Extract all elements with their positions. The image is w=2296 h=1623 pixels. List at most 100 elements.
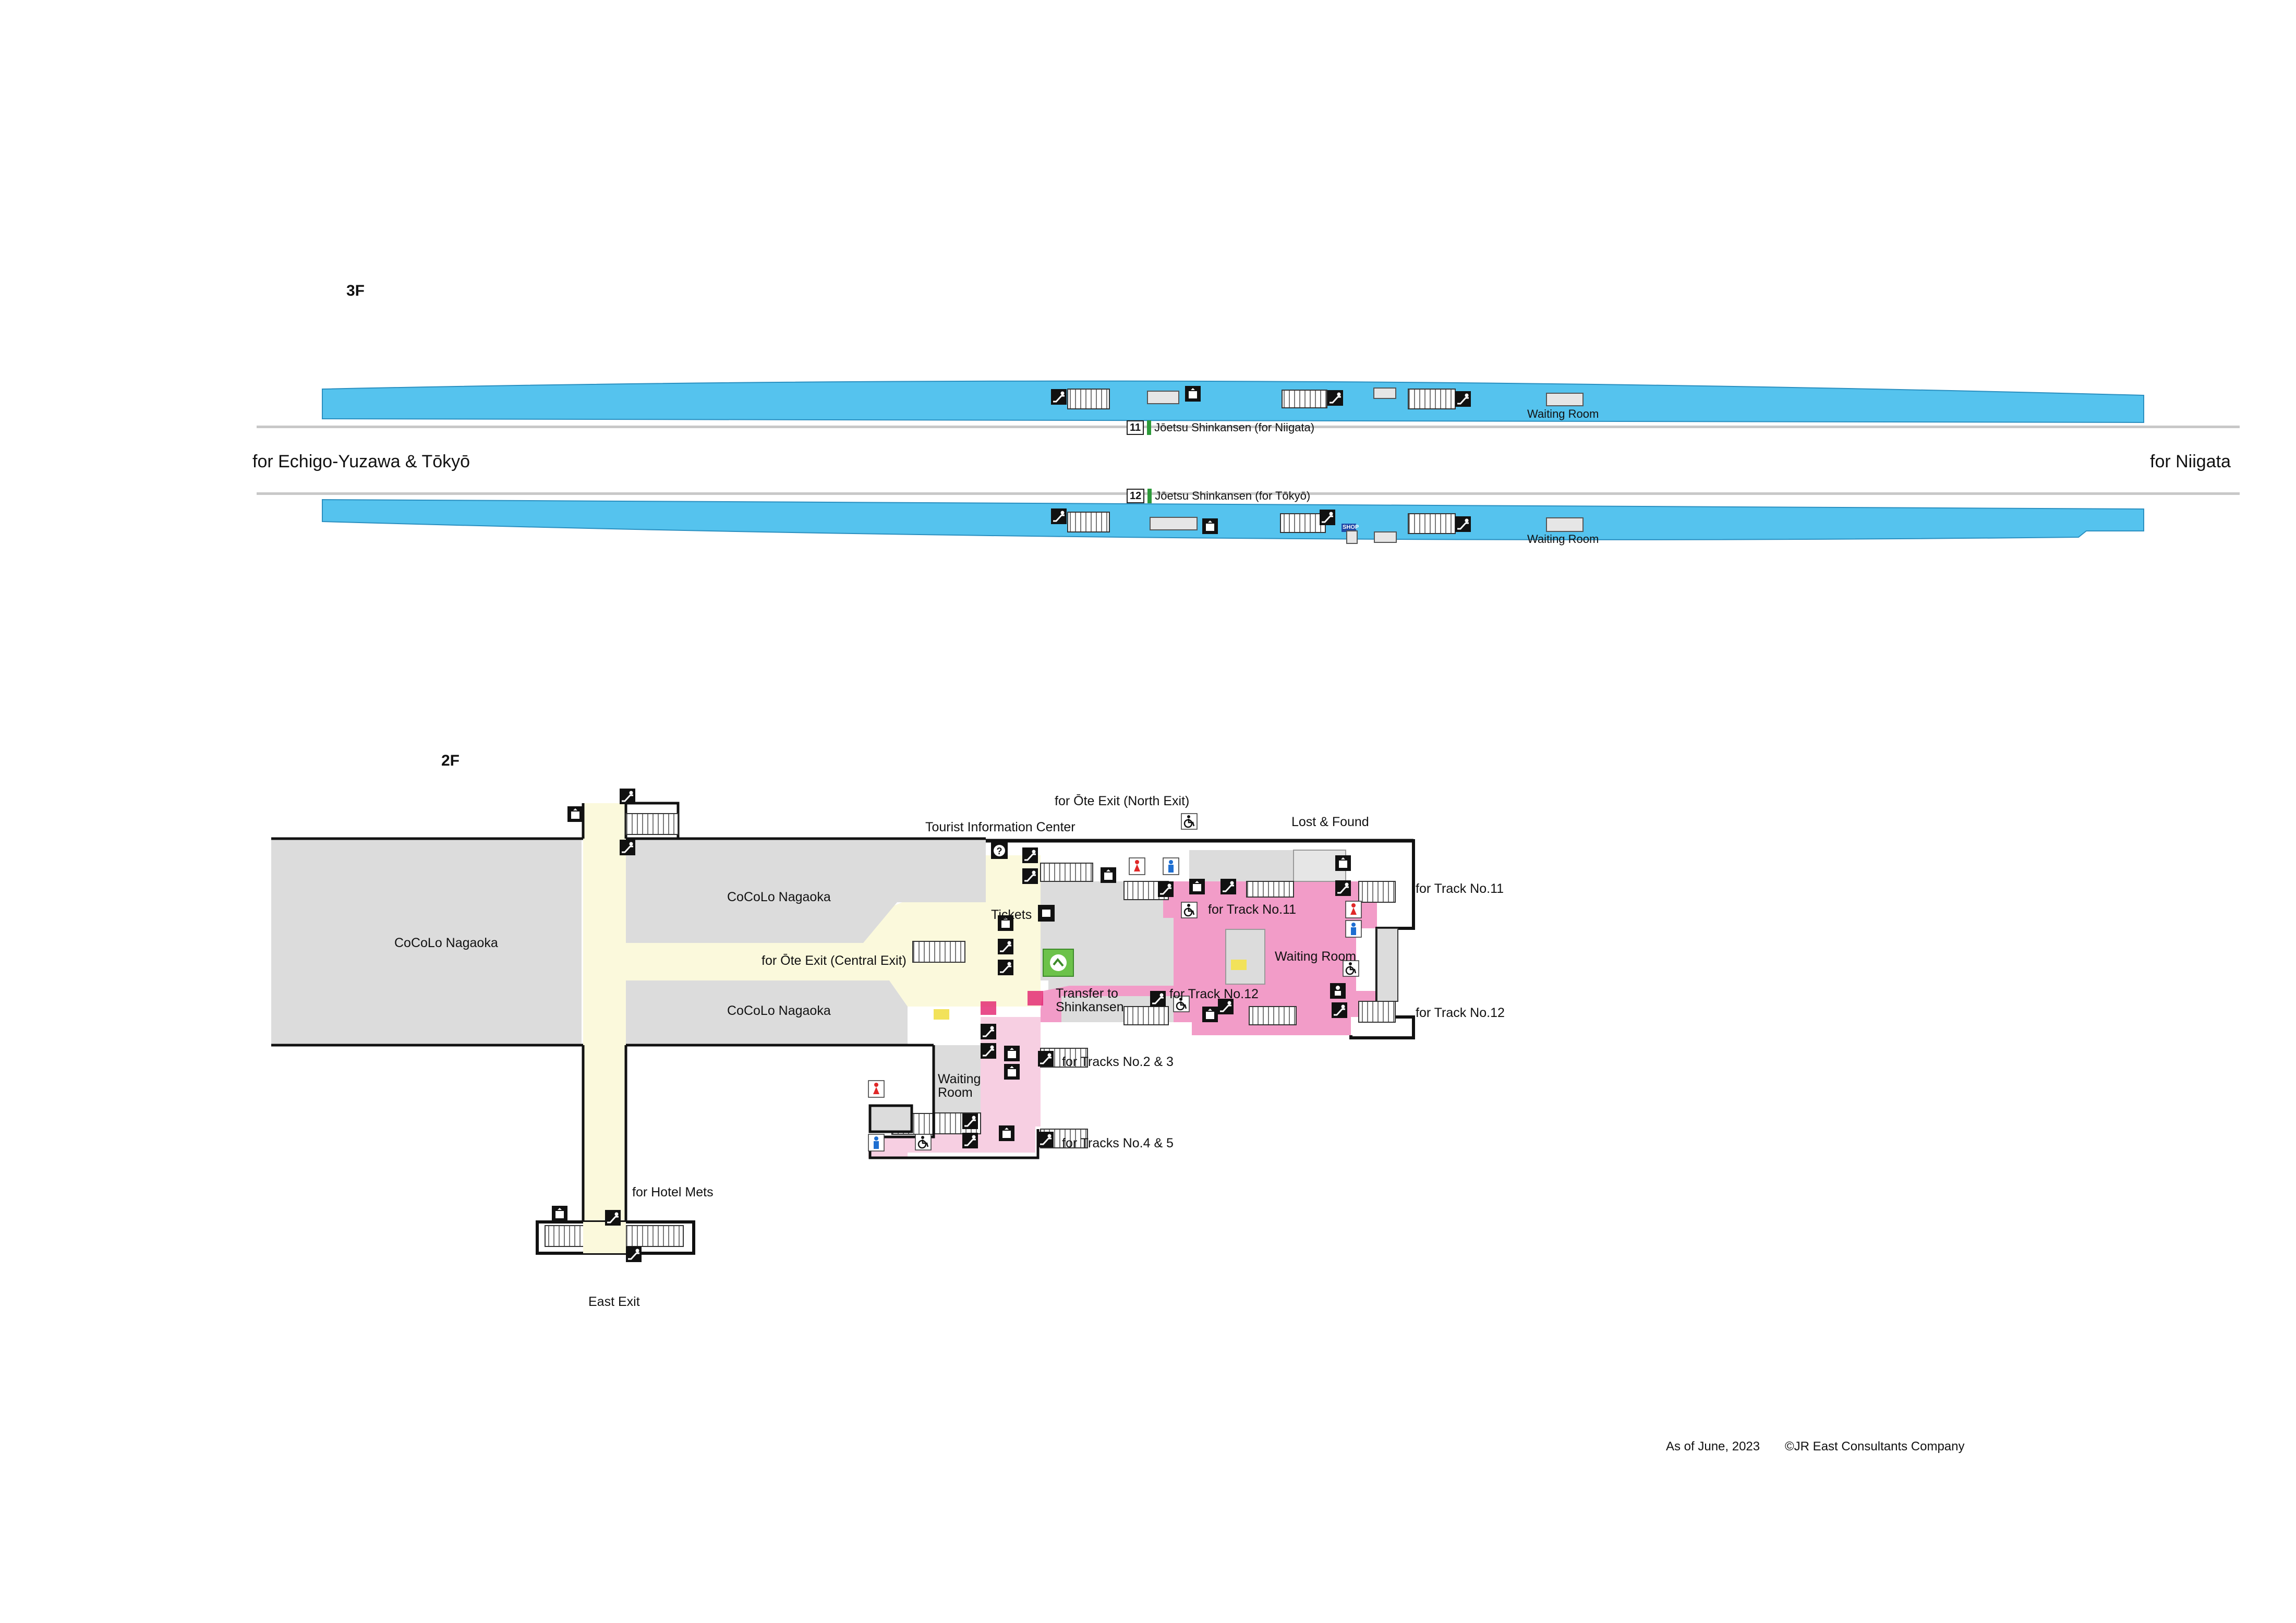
- platform-track-12: [322, 499, 2144, 540]
- escalator-icon: [1021, 867, 1039, 885]
- toilet-female-icon: [1129, 857, 1145, 875]
- escalator-icon: [1334, 879, 1352, 897]
- for-track-12-exit-label: for Track No.12: [1416, 1006, 1505, 1020]
- north-exit-label: for Ōte Exit (North Exit): [1055, 794, 1190, 808]
- escalator-icon: [1149, 990, 1167, 1008]
- shop-label: SHOP: [1343, 524, 1359, 530]
- cocolo-south-label: CoCoLo Nagaoka: [727, 1003, 831, 1018]
- kiosk: [1373, 387, 1396, 399]
- staircase: [625, 813, 679, 835]
- paid-area-shinkansen: [1041, 881, 1377, 1035]
- lost-found-label: Lost & Found: [1291, 815, 1369, 829]
- platform-track-11: [322, 380, 2144, 423]
- staircase: [1067, 512, 1110, 532]
- staircase: [1067, 389, 1110, 409]
- waiting-room: [1546, 517, 1584, 532]
- waiting-room-left: [934, 1045, 981, 1113]
- elevator-icon: [1335, 855, 1351, 871]
- waiting-room-label: Waiting Room: [1527, 407, 1599, 420]
- toilet-female-icon: [868, 1080, 885, 1098]
- accessible-icon: [914, 1133, 932, 1151]
- waiting-room-label: Waiting Room: [1275, 949, 1357, 964]
- staircase: [1282, 390, 1327, 408]
- kiosk: [1147, 391, 1179, 404]
- tracks-2-3-label: for Tracks No.2 & 3: [1062, 1055, 1174, 1069]
- elevator-icon: [1189, 879, 1205, 894]
- track-11-rail: [257, 426, 2240, 428]
- escalator-icon: [997, 959, 1014, 976]
- elevator-icon: [567, 806, 583, 822]
- floor-3f: [257, 380, 2240, 544]
- kiosk: [1150, 517, 1198, 530]
- track-12-rail: [257, 492, 2240, 495]
- shop-box: [1342, 524, 1356, 532]
- for-track-11-label: for Track No.11: [1208, 902, 1297, 917]
- floor-2f: ?: [271, 788, 1415, 1263]
- waiting-room-label: Waiting Room: [1527, 532, 1599, 546]
- staircase: [1249, 1006, 1297, 1025]
- staircase: [1123, 1006, 1169, 1025]
- escalator-icon: [980, 1042, 997, 1060]
- staircase: [1246, 881, 1294, 898]
- toilet-male-icon: [1163, 857, 1179, 875]
- escalator-icon: [604, 1209, 622, 1227]
- elevator-icon: [999, 1125, 1014, 1141]
- floor-label-3f: 3F: [346, 282, 365, 299]
- elevator-icon: [1202, 1007, 1218, 1022]
- escalator-icon: [1037, 1050, 1055, 1068]
- toilet-male-icon: [868, 1134, 885, 1152]
- toilet-female-icon: [1345, 901, 1362, 918]
- waiting-room: [1546, 393, 1584, 406]
- escalator-icon: [1319, 508, 1336, 526]
- track-destination: Jōetsu Shinkansen (for Tōkyō): [1155, 489, 1311, 502]
- escalator-icon: [1219, 878, 1237, 895]
- escalator-icon: [625, 1245, 643, 1263]
- toilet-male-icon: [1345, 920, 1362, 938]
- cocolo-north-area: [626, 839, 986, 943]
- escalator-icon: [980, 1023, 997, 1040]
- accessible-icon: [1180, 813, 1198, 830]
- svg-text:?: ?: [997, 846, 1002, 856]
- toilet-block: [868, 1104, 913, 1133]
- escalator-icon: [1050, 507, 1068, 525]
- corridor: [1376, 928, 1398, 1002]
- line-color-bar: [1147, 489, 1152, 503]
- track-number: 11: [1127, 420, 1144, 435]
- waiting-room: [1225, 929, 1265, 985]
- escalator-icon: [961, 1112, 979, 1130]
- east-west-concourse: [583, 803, 626, 1231]
- elevator-icon: [1004, 1064, 1020, 1080]
- tracks-4-5-label: for Tracks No.4 & 5: [1062, 1136, 1174, 1150]
- staircase: [1408, 389, 1456, 409]
- elevator-icon: [1185, 386, 1201, 402]
- for-track-11-exit-label: for Track No.11: [1416, 881, 1504, 896]
- escalator-icon: [1157, 880, 1175, 898]
- staircase: [545, 1225, 587, 1247]
- staircase: [1358, 1001, 1396, 1023]
- escalator-icon: [961, 1132, 979, 1149]
- waiting-room-label: Waiting Room: [938, 1072, 981, 1100]
- tourist-info-label: Tourist Information Center: [925, 820, 1076, 834]
- staircase: [625, 1225, 684, 1247]
- elevator-icon: [1101, 867, 1116, 883]
- escalator-icon: [1050, 388, 1068, 406]
- staircase: [1280, 513, 1326, 533]
- copyright: ©JR East Consultants Company: [1785, 1439, 1965, 1454]
- tickets-label: Tickets: [991, 907, 1032, 922]
- direction-west: for Echigo-Yuzawa & Tōkyō: [252, 452, 470, 471]
- staircase: [1408, 513, 1456, 534]
- elevator-icon: [1004, 1046, 1020, 1061]
- escalator-icon: [997, 938, 1014, 955]
- escalator-icon: [1037, 1131, 1055, 1148]
- transfer-label: Transfer to Shinkansen: [1056, 986, 1124, 1014]
- hotel-mets-label: for Hotel Mets: [632, 1185, 714, 1200]
- escalator-icon: [1326, 389, 1344, 407]
- line-color-bar: [1147, 420, 1152, 435]
- track-12-label: 12 Jōetsu Shinkansen (for Tōkyō): [1127, 489, 1310, 503]
- staircase: [912, 941, 965, 963]
- cocolo-main-area: [271, 839, 582, 1045]
- transfer-gates: [1028, 991, 1043, 1006]
- escalator-icon: [619, 788, 636, 805]
- cocolo-north-label: CoCoLo Nagaoka: [727, 890, 831, 904]
